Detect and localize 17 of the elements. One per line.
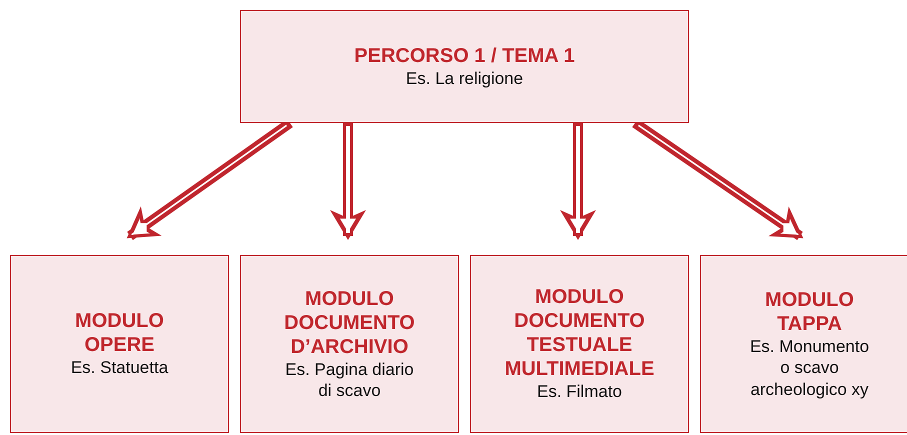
box-heading: MODULO TAPPA [764, 288, 855, 336]
module-box [700, 255, 907, 433]
example-text: Es. Filmato [536, 381, 622, 403]
box-heading: PERCORSO 1 / TEMA 1 [354, 44, 575, 68]
example-text: Es. Monumento o scavo archeologico xy [748, 336, 870, 400]
box-heading: MODULO OPERE [74, 309, 165, 358]
box-heading: MODULO DOCUMENTO TESTUALE MULTIMEDIALE [504, 285, 656, 382]
example-text: Es. La religione [406, 68, 524, 90]
module-box [470, 255, 689, 433]
topic-box [240, 10, 689, 123]
example-text: Es. Statuetta [70, 357, 168, 379]
double-arrow [330, 123, 366, 240]
double-arrow [560, 123, 596, 240]
box-heading: MODULO DOCUMENTO D’ARCHIVIO [283, 286, 416, 359]
example-text: Es. Pagina diario di scavo [284, 358, 415, 402]
module-box [240, 255, 459, 433]
module-box [10, 255, 229, 433]
